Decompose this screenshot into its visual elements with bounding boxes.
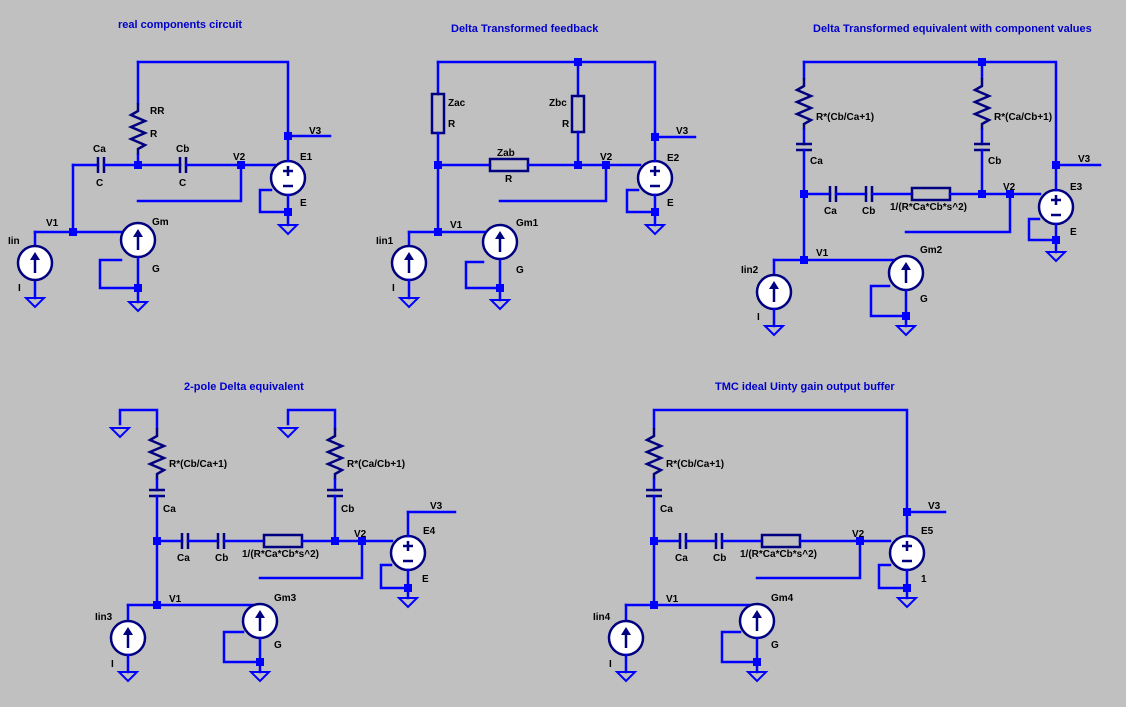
label-gm3: Gm3 <box>274 593 297 604</box>
label-v3: V3 <box>430 501 443 512</box>
label-i: I <box>111 659 114 670</box>
label-rcb: R*(Ca/Cb+1) <box>347 459 405 470</box>
title-delta-feedback: Delta Transformed feedback <box>451 23 599 35</box>
label-rca: R*(Cb/Ca+1) <box>169 459 227 470</box>
label-r: R <box>150 129 158 140</box>
label-zac-r: R <box>448 119 456 130</box>
label-ca: Ca <box>675 553 688 564</box>
label-c-b: C <box>179 178 186 189</box>
label-e2: E2 <box>667 153 680 164</box>
label-gm4: Gm4 <box>771 593 794 604</box>
label-g: G <box>152 264 160 275</box>
label-i: I <box>757 312 760 323</box>
label-cb-series: Cb <box>341 504 354 515</box>
label-cb: Cb <box>713 553 726 564</box>
label-v3: V3 <box>928 501 941 512</box>
label-zab-r: R <box>505 174 513 185</box>
label-v1: V1 <box>816 248 829 259</box>
label-gain: 1 <box>921 574 927 585</box>
label-e4: E4 <box>423 526 436 537</box>
title-2-pole-delta: 2-pole Delta equivalent <box>184 381 304 393</box>
label-e3: E3 <box>1070 182 1083 193</box>
label-e: E <box>1070 227 1077 238</box>
label-zab: Zab <box>497 148 515 159</box>
label-cb-series: Cb <box>988 156 1001 167</box>
label-g: G <box>516 265 524 276</box>
label-v3: V3 <box>309 126 322 137</box>
label-rca: R*(Cb/Ca+1) <box>816 112 874 123</box>
label-i: I <box>392 283 395 294</box>
label-zac: Zac <box>448 98 466 109</box>
label-gm: Gm <box>152 217 169 228</box>
label-zbc-r: R <box>562 119 570 130</box>
label-iin4: Iin4 <box>593 612 611 623</box>
label-fdnr: 1/(R*Ca*Cb*s^2) <box>890 202 967 213</box>
label-cb: Cb <box>176 144 189 155</box>
label-c-a: C <box>96 178 103 189</box>
label-iin1: Iin1 <box>376 236 394 247</box>
label-v2: V2 <box>354 529 367 540</box>
label-iin: Iin <box>8 236 20 247</box>
title-real-components: real components circuit <box>118 19 242 31</box>
label-e: E <box>667 198 674 209</box>
circuit-2-pole-delta: 2-pole Delta equivalent <box>95 381 457 682</box>
label-g: G <box>920 294 928 305</box>
label-gm1: Gm1 <box>516 218 539 229</box>
label-iin2: Iin2 <box>741 265 759 276</box>
label-v1: V1 <box>169 594 182 605</box>
circuit-delta-equivalent-values: Delta Transformed equivalent with compon… <box>741 23 1102 336</box>
label-v3: V3 <box>1078 154 1091 165</box>
label-fdnr: 1/(R*Ca*Cb*s^2) <box>242 549 319 560</box>
label-v2: V2 <box>600 152 613 163</box>
label-v3: V3 <box>676 126 689 137</box>
circuit-tmc-unity-buffer: TMC ideal Uinty gain output buffer <box>593 381 947 682</box>
label-v2: V2 <box>1003 182 1016 193</box>
label-gm2: Gm2 <box>920 245 943 256</box>
title-tmc-unity-buffer: TMC ideal Uinty gain output buffer <box>715 381 895 393</box>
label-rr: RR <box>150 106 165 117</box>
label-cb: Cb <box>862 206 875 217</box>
label-cb: Cb <box>215 553 228 564</box>
circuit-real-components: real components circuit RR R <box>8 19 332 312</box>
label-ca-series: Ca <box>810 156 823 167</box>
label-zbc: Zbc <box>549 98 567 109</box>
label-i: I <box>609 659 612 670</box>
label-ca: Ca <box>93 144 106 155</box>
label-i: I <box>18 283 21 294</box>
label-v2: V2 <box>852 529 865 540</box>
title-delta-equivalent-values: Delta Transformed equivalent with compon… <box>813 23 1092 35</box>
label-v2: V2 <box>233 152 246 163</box>
label-fdnr: 1/(R*Ca*Cb*s^2) <box>740 549 817 560</box>
label-ca-series: Ca <box>163 504 176 515</box>
label-v1: V1 <box>666 594 679 605</box>
label-iin3: Iin3 <box>95 612 113 623</box>
label-v1: V1 <box>46 218 59 229</box>
label-g: G <box>771 640 779 651</box>
label-e: E <box>422 574 429 585</box>
label-e5: E5 <box>921 526 934 537</box>
label-ca-series: Ca <box>660 504 673 515</box>
label-e: E <box>300 198 307 209</box>
label-ca: Ca <box>177 553 190 564</box>
label-g: G <box>274 640 282 651</box>
circuit-delta-feedback: Delta Transformed feedback <box>376 23 697 310</box>
label-ca: Ca <box>824 206 837 217</box>
label-rca: R*(Cb/Ca+1) <box>666 459 724 470</box>
label-e1: E1 <box>300 152 313 163</box>
label-rcb: R*(Ca/Cb+1) <box>994 112 1052 123</box>
label-v1: V1 <box>450 220 463 231</box>
